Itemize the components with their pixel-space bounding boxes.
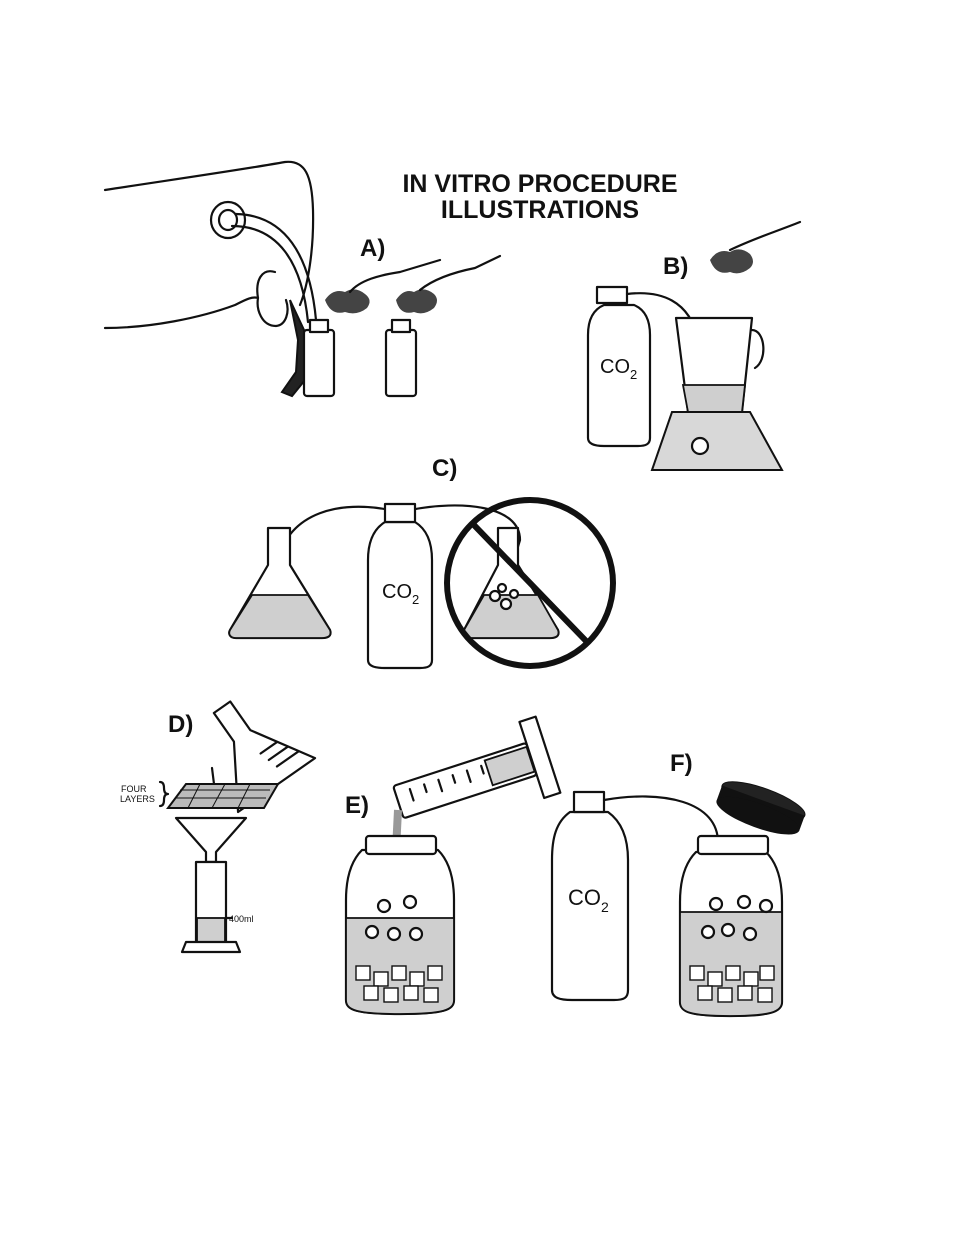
panel-f: F) CO2 <box>552 750 809 1016</box>
hand-b-icon <box>730 222 800 250</box>
jar-e-rim <box>366 836 436 854</box>
co2-valve-b <box>597 287 627 303</box>
blender-knob <box>692 438 708 454</box>
funnel <box>176 818 246 862</box>
rumen-cannula <box>211 202 245 238</box>
step-e-label: E) <box>345 792 369 819</box>
layers-brace <box>160 782 168 806</box>
bottle-2-neck <box>392 320 410 332</box>
sampling-tube <box>236 214 316 320</box>
blender-slurry <box>683 385 745 412</box>
hand-1-icon <box>350 260 440 292</box>
title-line-2: ILLUSTRATIONS <box>441 196 639 224</box>
cow-belly <box>257 271 275 298</box>
step-b-label: B) <box>663 253 688 280</box>
sample-clump-b <box>710 249 753 273</box>
cheesecloth-label-line-2: LAYERS <box>120 794 155 804</box>
cylinder-volume-label: 400ml <box>229 914 254 924</box>
hand-2-icon <box>420 256 500 290</box>
step-f-label: F) <box>670 750 693 777</box>
co2-valve-f <box>574 792 604 812</box>
blender-handle <box>752 330 763 368</box>
step-a-label: A) <box>360 235 385 262</box>
step-d-label: D) <box>168 711 193 738</box>
bottle-1-neck <box>310 320 328 332</box>
jar-lid <box>712 774 808 842</box>
panel-d: D) FOUR LAYERS 400ml <box>120 680 315 952</box>
panel-b: B) CO2 <box>588 222 800 470</box>
flask-left-liquid <box>229 595 330 638</box>
panel-e: E) <box>345 717 560 1014</box>
panel-c: C) CO2 <box>229 455 613 668</box>
title-block: IN VITRO PROCEDURE ILLUSTRATIONS <box>402 170 677 224</box>
cylinder-filtrate <box>197 918 225 942</box>
thermos-bottle-2 <box>386 330 416 396</box>
title-line-1: IN VITRO PROCEDURE <box>402 170 677 198</box>
cylinder-base <box>182 942 240 952</box>
blender-base <box>652 412 782 470</box>
cow-outline <box>105 162 313 328</box>
jar-f-rim <box>698 836 768 854</box>
cheesecloth-label-line-1: FOUR <box>121 784 147 794</box>
thermos-bottle-1 <box>304 330 334 396</box>
co2-valve-c <box>385 504 415 522</box>
pouring-cylinder <box>386 717 560 842</box>
rumen-contents-icon <box>325 289 437 313</box>
step-c-label: C) <box>432 455 457 482</box>
cow-leg <box>282 300 305 396</box>
